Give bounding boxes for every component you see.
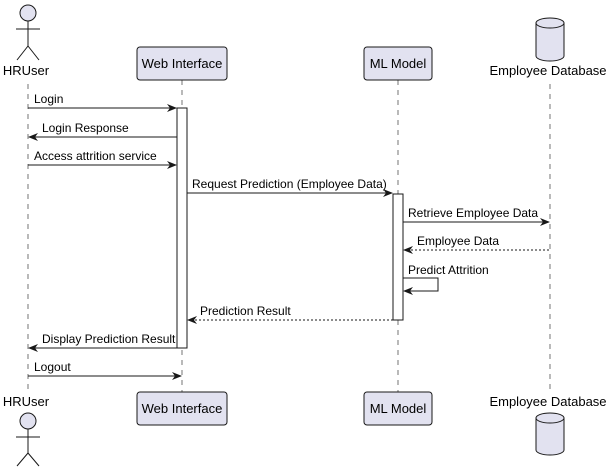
participant-box xyxy=(363,46,433,81)
message-logout: Logout xyxy=(28,360,182,380)
participant-label: Web Interface xyxy=(142,56,223,71)
participant-label: HRUser xyxy=(3,394,50,409)
message-prediction-result: Prediction Result xyxy=(187,304,393,324)
activation-bar-web-interface xyxy=(176,107,188,349)
message-request-prediction: Request Prediction (Employee Data) xyxy=(187,177,393,197)
actor-icon xyxy=(16,412,40,467)
message-label: Access attrition service xyxy=(34,149,157,163)
actor-icon xyxy=(16,4,40,61)
message-login-response: Login Response xyxy=(28,121,177,141)
message-label: Login Response xyxy=(42,121,129,135)
participant-web-interface-top: Web Interface xyxy=(136,46,228,81)
message-label: Retrieve Employee Data xyxy=(408,206,538,220)
participant-label: HRUser xyxy=(3,63,50,78)
message-predict-attrition: Predict Attrition xyxy=(403,263,489,295)
participant-box xyxy=(363,391,433,426)
participant-employee-database-bottom: Employee Database xyxy=(489,394,607,456)
message-label: Logout xyxy=(34,360,71,374)
database-icon xyxy=(535,412,565,456)
participant-ml-model-top: ML Model xyxy=(363,46,433,81)
message-label: Display Prediction Result xyxy=(42,332,176,346)
message-label: Employee Data xyxy=(417,234,499,248)
participant-employee-database-top: Employee Database xyxy=(489,17,607,78)
participant-label: Employee Database xyxy=(489,63,606,78)
participant-label: ML Model xyxy=(370,56,427,71)
message-label: Prediction Result xyxy=(200,304,291,318)
message-label: Request Prediction (Employee Data) xyxy=(192,177,387,191)
participant-hruser-top: HRUser xyxy=(3,4,50,78)
activation-bar-ml-model xyxy=(392,193,404,321)
participant-label: Web Interface xyxy=(142,401,223,416)
participant-label: ML Model xyxy=(370,401,427,416)
participant-web-interface-bottom: Web Interface xyxy=(136,391,228,426)
message-retrieve-employee-data: Retrieve Employee Data xyxy=(403,206,550,226)
message-display-prediction-result: Display Prediction Result xyxy=(28,332,177,352)
message-arrow xyxy=(403,277,439,295)
participant-box xyxy=(136,391,228,426)
database-icon xyxy=(535,17,565,62)
participant-hruser-bottom: HRUser xyxy=(3,394,50,467)
participant-ml-model-bottom: ML Model xyxy=(363,391,433,426)
message-employee-data: Employee Data xyxy=(403,234,549,254)
participant-box xyxy=(136,46,228,81)
message-label: Predict Attrition xyxy=(408,263,489,277)
message-access-attrition-service: Access attrition service xyxy=(28,149,177,169)
message-login: Login xyxy=(28,92,177,112)
message-label: Login xyxy=(34,92,63,106)
participant-label: Employee Database xyxy=(489,394,606,409)
